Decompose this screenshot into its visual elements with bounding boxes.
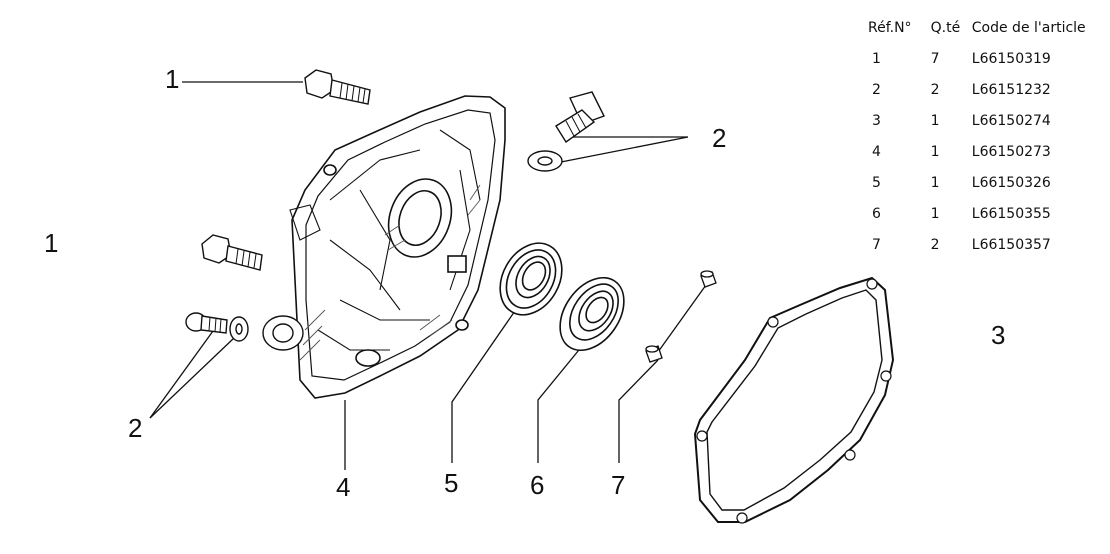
cell-code: L66150355: [971, 205, 1051, 222]
table-row: 4 1 L66150273: [868, 136, 1110, 167]
table-row: 1 7 L66150319: [868, 43, 1110, 74]
table-row: 2 2 L66151232: [868, 74, 1110, 105]
gasket: [693, 276, 895, 524]
cell-ref: 3: [872, 112, 881, 129]
oil-seal: [499, 242, 563, 316]
cell-qty: 1: [930, 143, 940, 160]
parts-table: Réf.N° Q.té Code de l'article 1 7 L66150…: [868, 12, 1110, 260]
cell-qty: 1: [930, 205, 940, 222]
cell-code: L66150274: [971, 112, 1051, 129]
cell-qty: 7: [930, 50, 940, 67]
leader-line-2-bottom-b: [149, 337, 235, 419]
bolt-washer-bottom: [185, 312, 249, 342]
leader-line-7-a: [618, 359, 659, 463]
callout-dowel-pin: 7: [611, 470, 626, 500]
cell-ref: 6: [872, 205, 881, 222]
callout-crankcase-cover: 4: [336, 472, 351, 502]
bolt-washer-top: [527, 91, 605, 172]
cell-code: L66151232: [971, 81, 1051, 98]
table-header-row: Réf.N° Q.té Code de l'article: [868, 12, 1110, 43]
table-row: 7 2 L66150357: [868, 229, 1110, 260]
cell-code: L66150273: [971, 143, 1051, 160]
leader-line-2-bottom-a: [149, 330, 214, 419]
cell-ref: 4: [872, 143, 881, 160]
callout-bolt-side: 1: [44, 228, 59, 258]
column-header-qty: Q.té: [930, 19, 961, 36]
leader-line-6: [537, 344, 584, 463]
leader-line-7-b: [657, 284, 707, 353]
column-header-code: Code de l'article: [971, 19, 1086, 36]
cell-ref: 1: [872, 50, 881, 67]
callout-bolt-top: 1: [165, 64, 180, 94]
table-row: 5 1 L66150326: [868, 167, 1110, 198]
bolt-side: [201, 234, 263, 271]
callout-bearing: 6: [530, 470, 545, 500]
leader-lines: [149, 81, 707, 470]
oil-seal-small: [262, 315, 304, 351]
table-row: 6 1 L66150355: [868, 198, 1110, 229]
cell-ref: 7: [872, 236, 881, 253]
crankcase-cover: [289, 95, 506, 399]
callout-bolt-washer-top: 2: [712, 123, 727, 153]
bearing: [559, 276, 625, 352]
dowel-pins: [645, 270, 717, 363]
leader-line-2-top-b: [560, 136, 689, 163]
cell-code: L66150319: [971, 50, 1051, 67]
cell-qty: 1: [930, 112, 940, 129]
cell-ref: 5: [872, 174, 881, 191]
column-header-ref: Réf.N°: [868, 19, 912, 36]
callout-bolt-washer-bottom: 2: [128, 413, 143, 443]
cell-code: L66150326: [971, 174, 1051, 191]
callout-gasket: 3: [991, 320, 1006, 350]
cell-qty: 1: [930, 174, 940, 191]
cell-qty: 2: [930, 81, 940, 98]
table-row: 3 1 L66150274: [868, 105, 1110, 136]
bolt-top: [304, 69, 371, 105]
cell-qty: 2: [930, 236, 940, 253]
cell-ref: 2: [872, 81, 881, 98]
cell-code: L66150357: [971, 236, 1051, 253]
callout-oil-seal: 5: [444, 468, 459, 498]
leader-line-5: [451, 307, 518, 463]
